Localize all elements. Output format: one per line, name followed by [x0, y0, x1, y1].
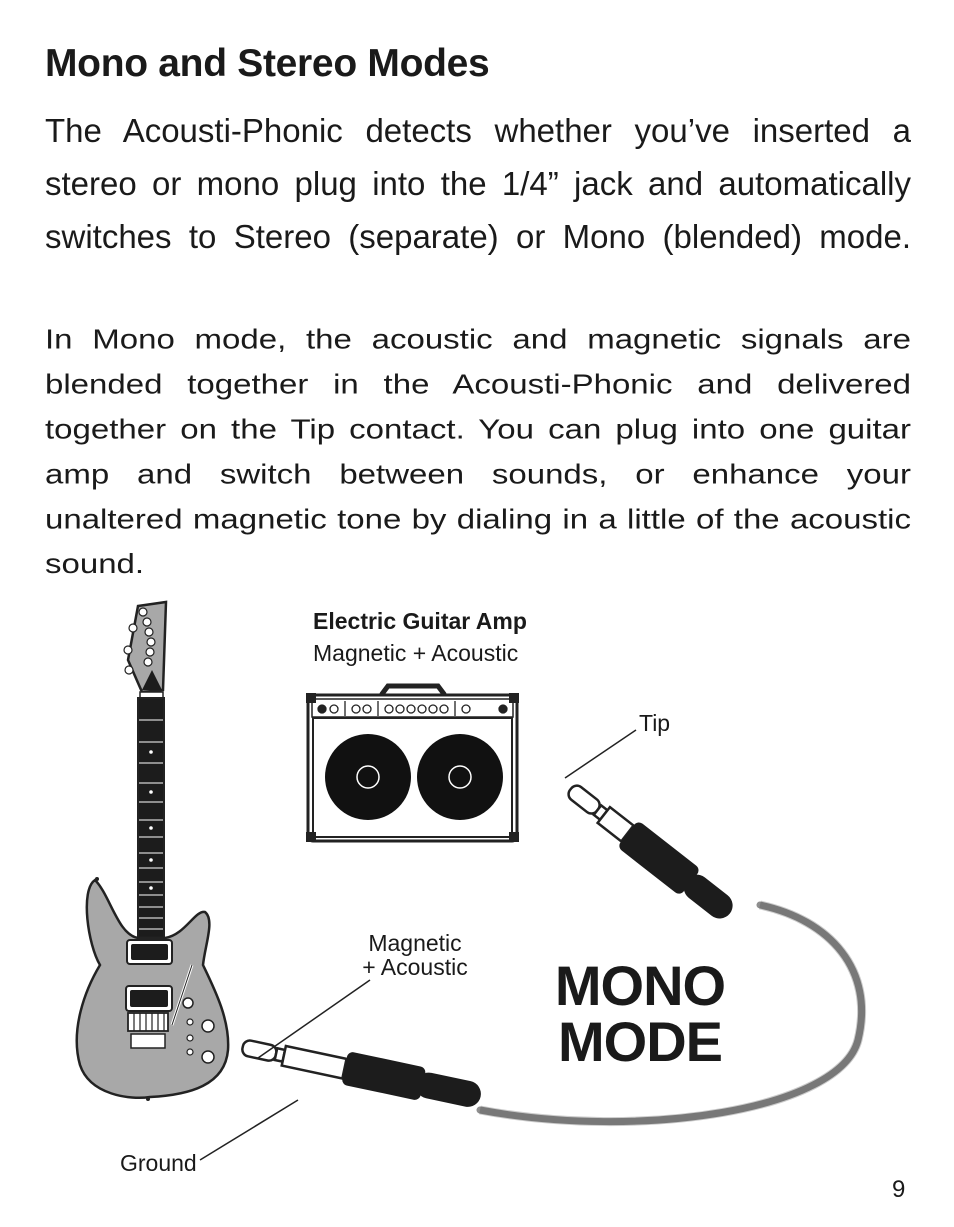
amp-illustration	[306, 683, 519, 843]
magnetic-acoustic-label: Magnetic + Acoustic	[362, 930, 468, 980]
guitar-plug	[241, 1039, 481, 1107]
page-number: 9	[892, 1176, 906, 1203]
mono-mode-line1: MONO	[554, 954, 726, 1017]
mono-mode-line2: MODE	[558, 1010, 723, 1073]
paragraph-intro: The Acousti-Phonic detects whether you’v…	[45, 112, 911, 255]
tip-callout-line	[564, 729, 637, 779]
mono-mode-heading: MONO MODE	[540, 958, 740, 1070]
guitar-cable	[476, 901, 866, 1125]
page-title: Mono and Stereo Modes	[45, 42, 490, 85]
amp-subtitle-label: Magnetic + Acoustic	[313, 640, 519, 666]
tip-label: Tip	[639, 710, 671, 736]
amp-title-label: Electric Guitar Amp	[313, 608, 527, 634]
signal-callout-line	[257, 979, 371, 1059]
ground-callout-line	[199, 1099, 299, 1161]
ground-label: Ground	[120, 1150, 197, 1176]
guitar-illustration	[75, 600, 230, 1101]
amp-plug	[567, 784, 733, 919]
paragraph-mono-mode: In Mono mode, the acoustic and magnetic …	[45, 322, 911, 580]
